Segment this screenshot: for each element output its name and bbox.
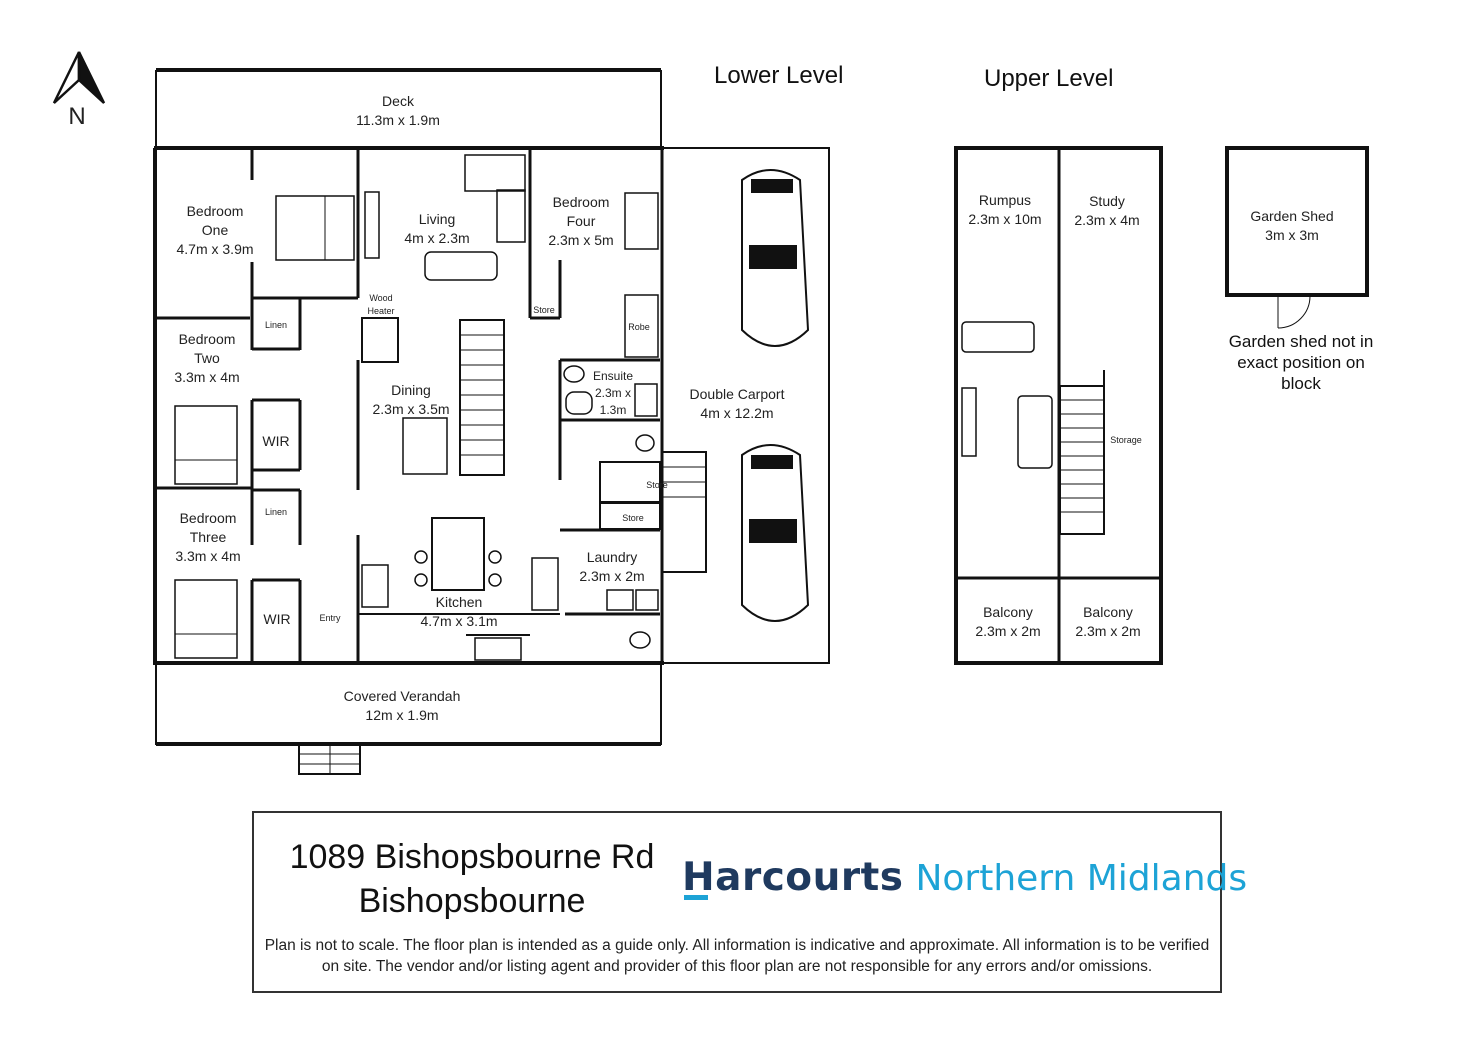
room-labels: Deck 11.3m x 1.9m Bedroom One 4.7m x 3.9… <box>174 93 1333 723</box>
address-line-1: 1089 Bishopsbourne Rd <box>289 838 655 876</box>
wir-label: WIR <box>262 433 289 449</box>
store-label-3: Store <box>622 513 644 523</box>
north-label: N <box>68 103 85 130</box>
deck-size: 11.3m x 1.9m <box>356 112 440 128</box>
storage-label: Storage <box>1110 435 1142 445</box>
study-label: Study <box>1089 193 1125 209</box>
linen-label: Linen <box>265 320 287 330</box>
brand-name: Harcourts <box>682 855 904 900</box>
bedroom-one-label-2: One <box>202 222 229 238</box>
bedroom-three-label: Bedroom <box>180 510 237 526</box>
brand-region: Northern Midlands <box>915 858 1248 899</box>
ensuite-size: 2.3m x <box>595 386 631 400</box>
bedroom-one-size: 4.7m x 3.9m <box>176 241 253 257</box>
kitchen-size: 4.7m x 3.1m <box>420 613 497 629</box>
ensuite-label: Ensuite <box>593 369 633 383</box>
living-size: 4m x 2.3m <box>404 230 469 246</box>
upper-level-title: Upper Level <box>984 65 1114 92</box>
garden-shed-note: Garden shed not in exact position on blo… <box>1228 332 1374 393</box>
wood-heater-label-2: Heater <box>367 306 394 316</box>
store-label: Store <box>533 305 555 315</box>
bedroom-three-label-2: Three <box>190 529 227 545</box>
garden-shed-size: 3m x 3m <box>1265 227 1319 243</box>
balcony-label: Balcony <box>983 604 1033 620</box>
north-arrow-icon: N <box>52 51 106 130</box>
dining-label: Dining <box>391 382 431 398</box>
verandah-label: Covered Verandah <box>344 688 461 704</box>
rumpus-size: 2.3m x 10m <box>968 211 1041 227</box>
store-label-2: Store <box>646 480 668 490</box>
info-panel: 1089 Bishopsbourne Rd Bishopsbourne Harc… <box>252 811 1247 993</box>
double-carport-label: Double Carport <box>690 386 785 402</box>
laundry-size: 2.3m x 2m <box>579 568 644 584</box>
wood-heater-label: Wood <box>369 293 392 303</box>
dining-size: 2.3m x 3.5m <box>372 401 449 417</box>
lower-level-plan <box>153 68 830 775</box>
study-size: 2.3m x 4m <box>1074 212 1139 228</box>
bedroom-three-size: 3.3m x 4m <box>175 548 240 564</box>
laundry-label: Laundry <box>587 549 638 565</box>
wir-label-2: WIR <box>263 611 290 627</box>
garden-shed-label: Garden Shed <box>1250 208 1333 224</box>
upper-level-plan <box>954 146 1369 665</box>
brand-logo: Harcourts Northern Midlands <box>682 855 1247 900</box>
balcony-size: 2.3m x 2m <box>975 623 1040 639</box>
kitchen-label: Kitchen <box>436 594 483 610</box>
entry-label: Entry <box>319 613 341 623</box>
bedroom-four-size: 2.3m x 5m <box>548 232 613 248</box>
car-icon <box>741 444 810 622</box>
double-carport-size: 4m x 12.2m <box>700 405 773 421</box>
bedroom-one-label: Bedroom <box>187 203 244 219</box>
floor-plan: N <box>52 51 1369 775</box>
lower-level-title: Lower Level <box>714 62 844 89</box>
bedroom-four-label: Bedroom <box>553 194 610 210</box>
address-line-2: Bishopsbourne <box>358 882 586 920</box>
robe-label: Robe <box>628 322 650 332</box>
bedroom-four-label-2: Four <box>567 213 596 229</box>
bedroom-two-label-2: Two <box>194 350 220 366</box>
verandah-size: 12m x 1.9m <box>365 707 438 723</box>
address: 1089 Bishopsbourne Rd Bishopsbourne <box>266 835 678 923</box>
brand-underline <box>684 895 708 900</box>
balcony-size-2: 2.3m x 2m <box>1075 623 1140 639</box>
living-label: Living <box>419 211 456 227</box>
ensuite-size-2: 1.3m <box>600 403 627 417</box>
car-icon <box>741 169 810 347</box>
disclaimer-text: Plan is not to scale. The floor plan is … <box>264 937 1210 975</box>
linen-label-2: Linen <box>265 507 287 517</box>
rumpus-label: Rumpus <box>979 192 1031 208</box>
deck-label: Deck <box>382 93 415 109</box>
bedroom-two-label: Bedroom <box>179 331 236 347</box>
bedroom-two-size: 3.3m x 4m <box>174 369 239 385</box>
balcony-label-2: Balcony <box>1083 604 1133 620</box>
